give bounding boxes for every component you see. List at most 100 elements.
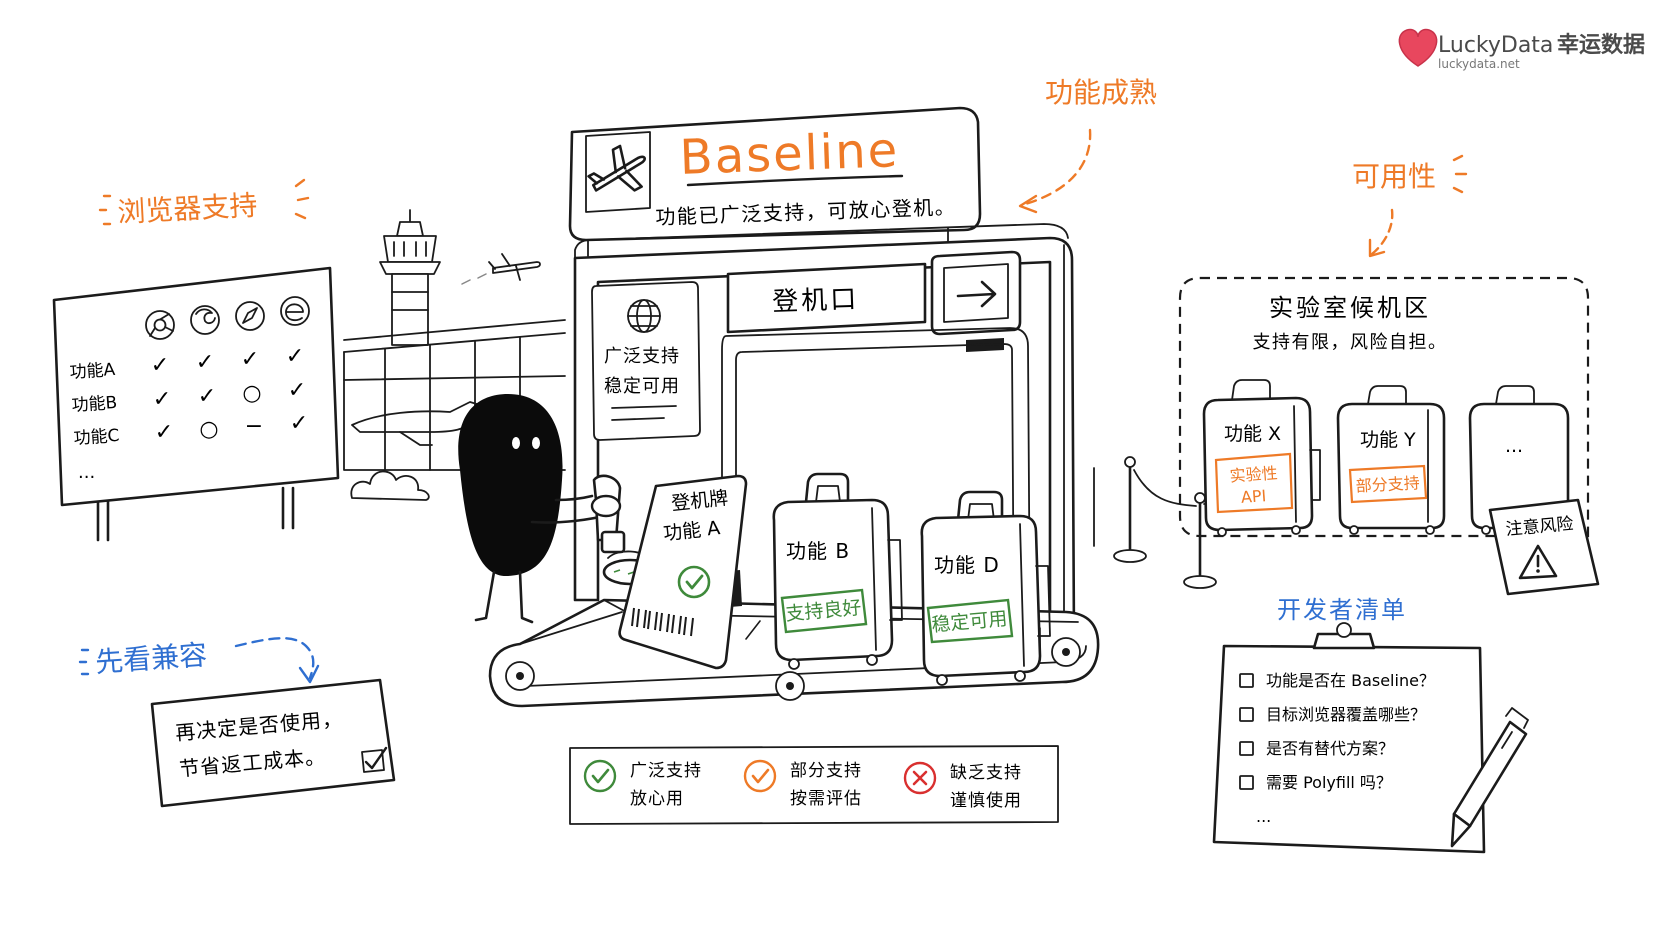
browser-support-board: 功能A ✓ ✓ ✓ ✓ 功能B ✓ ✓ ○ ✓ 功能C ✓ ○ − ✓ ... (52, 266, 340, 542)
arrow-right-icon (956, 280, 997, 308)
shrubs (350, 470, 430, 501)
poster-line-2: 稳定可用 (604, 376, 680, 397)
suitcase-label: 功能 D (934, 553, 1000, 577)
support-cell: ✓ (288, 378, 306, 403)
small-airplane-icon (461, 253, 541, 285)
support-cell: ○ (199, 417, 218, 442)
poster-line-1: 广泛支持 (604, 346, 680, 367)
developer-checklist: 开发者清单 功能是否在 Baseline？ 目标浏览器覆盖哪些？ 是否有替代方案… (1212, 596, 1529, 854)
check-circle-icon (583, 759, 617, 793)
support-cell: ✓ (286, 344, 304, 369)
support-cell: ✓ (151, 353, 169, 378)
checklist-item-text: 需要 Polyfill 吗？ (1266, 773, 1392, 792)
legend-line-2: 放心用 (630, 789, 684, 809)
legend-item: 部分支持 按需评估 (743, 759, 862, 809)
firefox-icon (190, 305, 220, 335)
more-indicator: ... (1256, 807, 1271, 826)
lab-bag-tag: API (1240, 486, 1267, 507)
lab-subtitle: 支持有限，风险自担。 (1253, 332, 1448, 353)
barcode-icon (631, 607, 694, 637)
lab-waiting-area: 实验室候机区 支持有限，风险自担。 功能 X 实验性 API (1093, 276, 1600, 596)
gate-label: 登机口 (772, 284, 860, 317)
legend: 广泛支持 放心用 部分支持 按需评估 缺乏支持 谨慎使用 (569, 745, 1059, 825)
lab-title: 实验室候机区 (1269, 294, 1431, 322)
chrome-icon (145, 310, 175, 340)
support-cell: ○ (242, 381, 261, 406)
note-card: 再决定是否使用， 节省返工成本。 (150, 678, 396, 808)
suitcase: 功能 D 稳定可用 (920, 490, 1051, 686)
check-first-label: 先看兼容 (94, 638, 208, 679)
clipboard-clip-icon (1312, 622, 1376, 650)
legend-item: 缺乏支持 谨慎使用 (903, 761, 1022, 811)
support-cell: ✓ (241, 347, 259, 372)
support-cell: ✓ (290, 411, 308, 436)
checklist-item: 需要 Polyfill 吗？ (1239, 773, 1392, 792)
support-cell: ✓ (196, 350, 214, 375)
brand-url: luckydata.net (1438, 57, 1520, 71)
brand-name: LuckyData (1438, 33, 1553, 58)
checklist-item-text: 是否有替代方案？ (1266, 739, 1394, 758)
warning-sign: 注意风险 (1488, 498, 1600, 596)
checklist-item: 功能是否在 Baseline？ (1239, 671, 1435, 690)
lab-suitcase: 功能 X 实验性 API (1202, 379, 1321, 537)
feature-label: 功能B (71, 393, 118, 416)
support-row: 功能B ✓ ✓ ○ ✓ (71, 378, 306, 416)
sign-title: Baseline (679, 122, 900, 186)
browser-icons (145, 296, 310, 340)
legend-item: 广泛支持 放心用 (583, 759, 702, 809)
feature-label: 功能C (73, 426, 120, 449)
control-tower (379, 209, 441, 346)
boarding-gate: 登机口 广泛支持 稳定可用 (573, 223, 1076, 642)
checklist-item: 目标浏览器覆盖哪些？ (1239, 705, 1426, 724)
title-sign: Baseline 功能已广泛支持，可放心登机。 (568, 106, 982, 257)
usability-annotation: 可用性 (1352, 154, 1468, 258)
support-row: 功能A ✓ ✓ ✓ ✓ (69, 344, 304, 383)
legend-line-1: 部分支持 (790, 761, 862, 781)
browser-support-annotation: 浏览器支持 (98, 178, 310, 229)
maturity-annotation: 功能成熟 (1018, 76, 1157, 214)
legend-line-1: 缺乏支持 (950, 763, 1022, 783)
check-first-annotation: 先看兼容 (78, 637, 320, 684)
warning-triangle-icon (1518, 544, 1558, 580)
lab-bag-label: 功能 X (1224, 423, 1281, 445)
maturity-label: 功能成熟 (1045, 76, 1157, 109)
brand-logo: LuckyData 幸运数据 luckydata.net (1398, 28, 1645, 71)
legend-line-1: 广泛支持 (630, 761, 702, 781)
brand-name-cn: 幸运数据 (1557, 32, 1645, 58)
bean-character (458, 394, 658, 624)
check-circle-orange-icon (743, 759, 777, 793)
lab-bag-tag: 实验性 (1229, 463, 1278, 485)
support-cell: ✓ (155, 420, 173, 445)
checkbox-checked-icon (361, 746, 388, 773)
support-cell: − (245, 414, 263, 439)
safari-icon (235, 301, 265, 331)
rope-barrier (1093, 456, 1231, 589)
pen-icon (1450, 707, 1529, 848)
suitcase: 功能 B 支持良好 (772, 472, 903, 670)
browser-support-label: 浏览器支持 (117, 189, 259, 229)
suitcase-label: 功能 B (786, 539, 850, 563)
edge-icon (280, 296, 310, 326)
support-cell: ✓ (198, 384, 216, 409)
legend-line-2: 按需评估 (790, 789, 862, 809)
x-circle-icon (903, 761, 937, 795)
legend-line-2: 谨慎使用 (950, 790, 1022, 811)
support-row: 功能C ✓ ○ − ✓ (73, 411, 308, 449)
airplane-icon (587, 144, 646, 192)
check-circle-icon (677, 565, 711, 599)
globe-icon (627, 299, 661, 333)
airport-background (343, 209, 566, 501)
checklist-title: 开发者清单 (1277, 596, 1407, 624)
usability-label: 可用性 (1352, 160, 1436, 193)
support-cell: ✓ (153, 387, 171, 412)
lab-bag-label: 功能 Y (1360, 429, 1416, 451)
lab-bag-tag: 部分支持 (1355, 473, 1420, 495)
feature-label: 功能A (69, 360, 116, 383)
boarding-pass: 登机牌 功能 A (618, 474, 748, 670)
checklist-item-text: 功能是否在 Baseline？ (1266, 671, 1435, 690)
more-indicator: ... (78, 462, 95, 483)
heart-logo-icon (1398, 28, 1438, 67)
checklist-item: 是否有替代方案？ (1239, 739, 1394, 758)
lab-suitcase: 功能 Y 部分支持 (1336, 385, 1446, 535)
